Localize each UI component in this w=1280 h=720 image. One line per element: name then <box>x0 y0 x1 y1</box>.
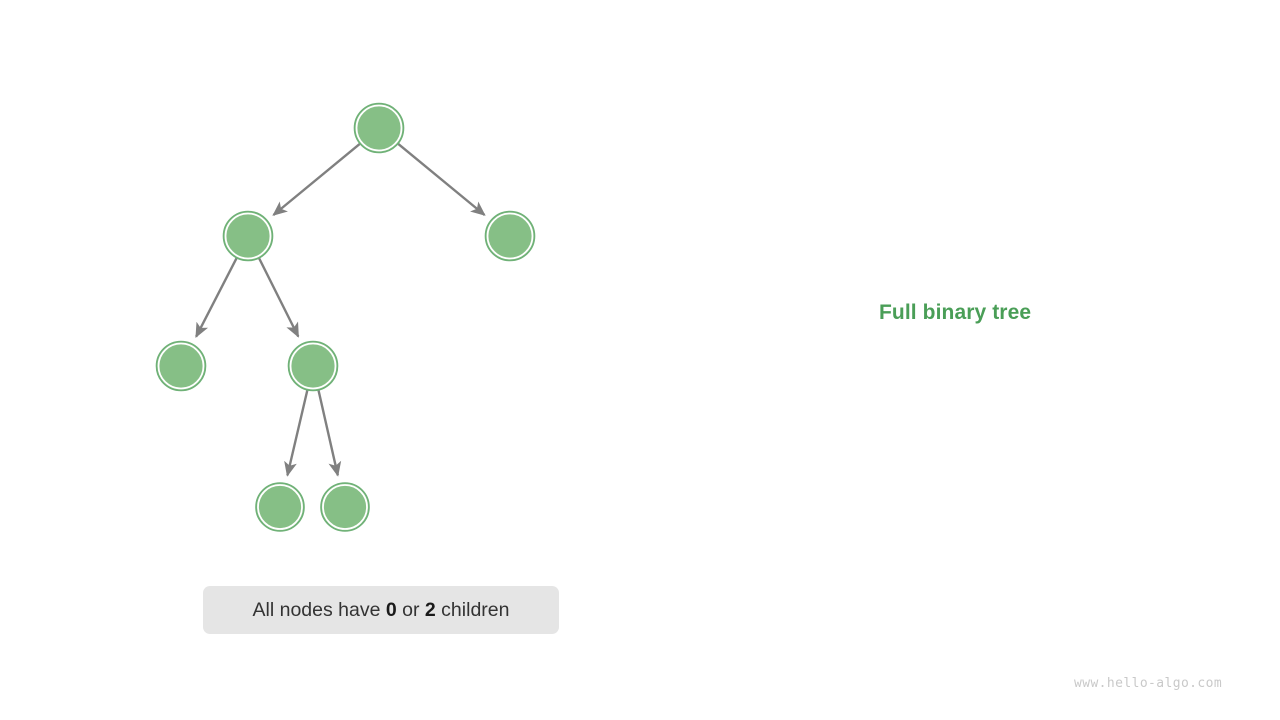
tree-edge-layer <box>195 142 486 477</box>
tree-node-fill <box>357 106 401 150</box>
caption-middle: or <box>396 598 425 621</box>
page-title: Full binary tree <box>879 301 1032 324</box>
caption-suffix: children <box>435 598 510 621</box>
tree-node <box>155 340 207 392</box>
tree-edge <box>258 257 300 338</box>
caption-badge: All nodes have 0 or 2 children <box>203 586 559 634</box>
caption-prefix: All nodes have <box>252 598 386 621</box>
tree-node-gap <box>486 212 534 260</box>
tree-edge <box>272 142 361 216</box>
tree-node-gap <box>157 342 205 390</box>
caption-bold-zero: 0 <box>385 598 397 621</box>
tree-node <box>287 340 339 392</box>
tree-edge <box>317 390 342 477</box>
tree-node <box>255 482 305 532</box>
tree-node <box>353 102 405 154</box>
caption-bold-two: 2 <box>424 598 436 621</box>
tree-edge <box>284 390 309 477</box>
caption-text: All nodes have 0 or 2 children <box>253 599 510 622</box>
tree-node-layer <box>155 102 536 532</box>
tree-node-fill <box>259 486 301 528</box>
tree-node <box>222 210 274 262</box>
tree-node-fill <box>159 344 203 388</box>
site-watermark: www.hello-algo.com <box>1074 676 1223 691</box>
tree-edge <box>397 142 486 216</box>
tree-node-gap <box>224 212 272 260</box>
tree-node <box>320 482 370 532</box>
tree-node-gap <box>355 104 403 152</box>
tree-node <box>484 210 536 262</box>
tree-edge <box>195 257 238 338</box>
tree-node-gap <box>322 484 368 530</box>
tree-node-gap <box>257 484 303 530</box>
tree-node-fill <box>324 486 366 528</box>
tree-node-fill <box>488 214 532 258</box>
tree-node-fill <box>226 214 270 258</box>
tree-node-gap <box>289 342 337 390</box>
tree-node-fill <box>291 344 335 388</box>
